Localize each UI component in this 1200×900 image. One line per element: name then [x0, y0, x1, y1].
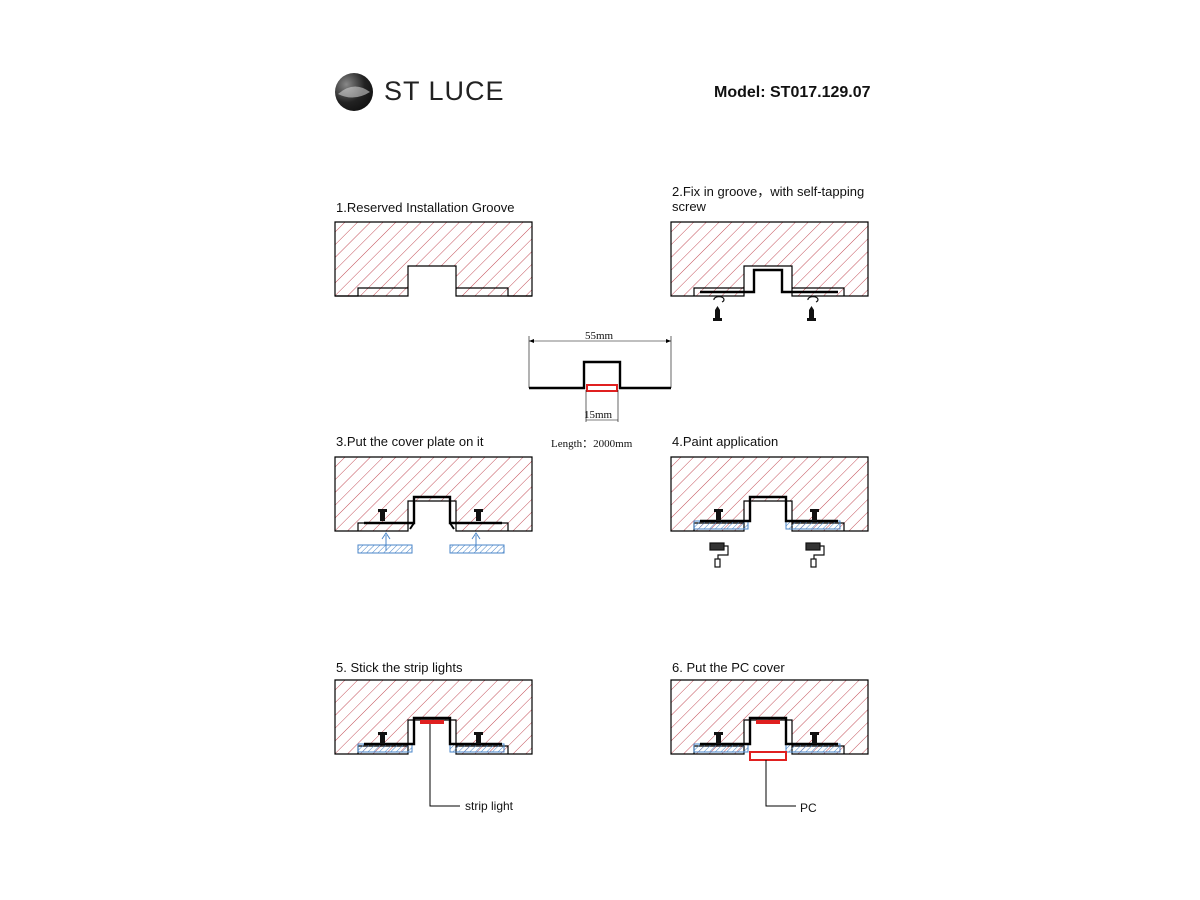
step-4-label: 4.Paint application: [672, 434, 779, 449]
pc-cover: [749, 751, 787, 761]
step-4-diagram: [670, 456, 869, 568]
pc-callout: PC: [800, 801, 817, 815]
brand-logo-icon: [335, 73, 373, 111]
cover-plate-right: [449, 544, 505, 554]
screw-icon: [378, 509, 387, 521]
step-5-label: 5. Stick the strip lights: [336, 660, 463, 675]
profile-length-label: Length：2000mm: [551, 438, 633, 450]
profile-dimension-diagram: [528, 336, 672, 422]
step-6-diagram: [670, 679, 869, 807]
screw-icon: [713, 296, 725, 321]
step-2-label: 2.Fix in groove，with self-tapping screw: [672, 184, 865, 214]
profile-width-label: 55mm: [585, 330, 614, 342]
screw-icon: [714, 732, 723, 744]
screw-icon: [810, 509, 819, 521]
step-2-diagram: [670, 221, 869, 321]
paint-roller-icon: [805, 542, 825, 568]
cover-plate-left: [357, 544, 413, 554]
screw-icon: [714, 509, 723, 521]
step-1-label: 1.Reserved Installation Groove: [336, 200, 515, 215]
step-3-label: 3.Put the cover plate on it: [336, 434, 484, 449]
step-6-label: 6. Put the PC cover: [672, 660, 785, 675]
brand-name: ST LUCE: [384, 76, 505, 106]
screw-icon: [378, 732, 387, 744]
paint-roller-icon: [709, 542, 729, 568]
step-1-diagram: [334, 221, 533, 297]
model-number: Model: ST017.129.07: [714, 84, 871, 101]
strip-light-callout: strip light: [465, 799, 514, 813]
profile-inner-width-label: 15mm: [584, 409, 613, 421]
strip-light: [420, 720, 444, 724]
screw-icon: [474, 509, 483, 521]
step-5-diagram: [334, 679, 533, 807]
screw-icon: [474, 732, 483, 744]
step-3-diagram: [334, 456, 533, 554]
screw-icon: [810, 732, 819, 744]
screw-icon: [807, 296, 819, 321]
